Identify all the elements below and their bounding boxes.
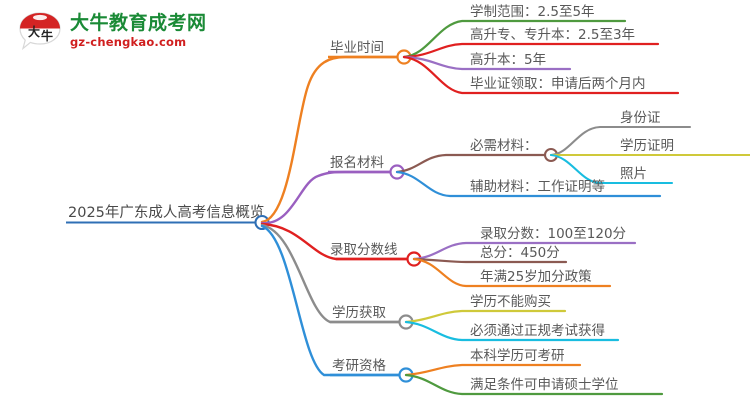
leaf-label-age-bonus-policy: 年满25岁加分政策 bbox=[480, 268, 592, 285]
branch-registration-materials[interactable]: 报名材料 必需材料： 身份证 学历证明 bbox=[260, 110, 750, 225]
mindmap-root-node[interactable]: 2025年广东成人高考信息概览 bbox=[66, 204, 270, 231]
leaf-bachelor-years[interactable]: 高升本：5年 bbox=[402, 51, 572, 71]
leaf-label-photo: 照片 bbox=[620, 166, 647, 182]
branch-line-graduation-time bbox=[260, 55, 406, 224]
leaf-label-degree-not-for-sale: 学历不能购买 bbox=[470, 294, 551, 310]
leaf-age-bonus-policy[interactable]: 年满25岁加分政策 bbox=[412, 257, 612, 288]
branch-degree-acquisition[interactable]: 学历获取 学历不能购买 必须通过正规考试获得 bbox=[260, 223, 620, 342]
leaf-id-card[interactable]: 身份证 bbox=[549, 110, 692, 157]
logo-text-block: 大牛教育成考网 gz-chengkao.com bbox=[70, 12, 207, 49]
leaf-label-must-pass-exam: 必须通过正规考试获得 bbox=[470, 322, 605, 339]
leaf-line-bachelor-can-apply bbox=[404, 363, 582, 377]
leaf-label-total-score: 总分：450分 bbox=[480, 245, 560, 261]
branch-label-registration-materials: 报名材料 bbox=[330, 155, 384, 171]
speech-bubble-logo-icon: 大 牛 bbox=[18, 11, 62, 51]
leaf-admission-points[interactable]: 录取分数：100至120分 bbox=[412, 226, 637, 261]
svg-text:大: 大 bbox=[28, 24, 40, 39]
branch-line-postgrad-eligibility bbox=[260, 224, 408, 377]
leaf-line-admission-points bbox=[412, 241, 637, 261]
leaf-education-proof[interactable]: 学历证明 bbox=[549, 138, 750, 157]
leaf-photo[interactable]: 照片 bbox=[549, 153, 674, 185]
leaf-line-must-pass-exam bbox=[404, 320, 620, 342]
leaf-certificate-pickup[interactable]: 毕业证领取：申请后两个月内 bbox=[402, 55, 680, 95]
leaf-master-degree-apply[interactable]: 满足条件可申请硕士学位 bbox=[404, 373, 664, 396]
logo-title: 大牛教育成考网 bbox=[70, 12, 207, 34]
branch-admission-score[interactable]: 录取分数线 录取分数：100至120分 总分：450分 年满25岁加分政策 bbox=[260, 222, 637, 288]
svg-text:牛: 牛 bbox=[41, 28, 53, 43]
leaf-supplementary-materials[interactable]: 辅助材料：工作证明等 bbox=[395, 170, 662, 198]
leaf-line-bachelor-years bbox=[402, 55, 572, 71]
root-label: 2025年广东成人高考信息概览 bbox=[68, 204, 264, 221]
leaf-line-master-degree-apply bbox=[404, 373, 664, 396]
site-logo: 大 牛 大牛教育成考网 gz-chengkao.com bbox=[18, 8, 238, 54]
leaf-must-pass-exam[interactable]: 必须通过正规考试获得 bbox=[404, 320, 620, 342]
leaf-line-supplementary-materials bbox=[395, 170, 662, 198]
logo-domain: gz-chengkao.com bbox=[70, 34, 187, 49]
leaf-label-admission-points: 录取分数：100至120分 bbox=[480, 226, 626, 242]
branch-label-graduation-time: 毕业时间 bbox=[330, 40, 384, 56]
leaf-label-id-card: 身份证 bbox=[620, 110, 661, 126]
branch-line-admission-score bbox=[260, 222, 416, 261]
branch-label-postgrad-eligibility: 考研资格 bbox=[332, 358, 386, 374]
subnode-label-required-materials: 必需材料： bbox=[470, 138, 538, 154]
branch-line-degree-acquisition bbox=[260, 223, 408, 324]
leaf-label-upgrade-tracks: 高升专、专升本：2.5至3年 bbox=[470, 26, 635, 43]
leaf-upgrade-tracks[interactable]: 高升专、专升本：2.5至3年 bbox=[402, 26, 660, 59]
branch-label-degree-acquisition: 学历获取 bbox=[332, 305, 386, 321]
leaf-label-schooling-range: 学制范围：2.5至5年 bbox=[470, 4, 595, 20]
leaf-label-education-proof: 学历证明 bbox=[620, 138, 674, 154]
leaf-line-photo bbox=[549, 153, 674, 185]
leaf-label-bachelor-years: 高升本：5年 bbox=[470, 51, 546, 68]
branch-graduation-time[interactable]: 毕业时间 学制范围：2.5至5年 高升专、专升本：2.5至3年 高升本：5年 毕… bbox=[260, 4, 680, 224]
subnode-line-required-materials bbox=[395, 153, 553, 174]
leaf-degree-not-for-sale[interactable]: 学历不能购买 bbox=[404, 294, 567, 324]
leaf-label-master-degree-apply: 满足条件可申请硕士学位 bbox=[470, 376, 619, 393]
leaf-label-supplementary-materials: 辅助材料：工作证明等 bbox=[470, 178, 605, 195]
branch-postgrad-eligibility[interactable]: 考研资格 本科学历可考研 满足条件可申请硕士学位 bbox=[260, 224, 664, 396]
leaf-line-id-card bbox=[549, 125, 692, 157]
branch-label-admission-score: 录取分数线 bbox=[330, 242, 398, 258]
leaf-label-certificate-pickup: 毕业证领取：申请后两个月内 bbox=[470, 76, 646, 92]
leaf-line-degree-not-for-sale bbox=[404, 309, 567, 324]
subnode-required-materials[interactable]: 必需材料： 身份证 学历证明 照片 bbox=[395, 110, 750, 185]
leaf-label-bachelor-can-apply: 本科学历可考研 bbox=[470, 348, 565, 364]
leaf-bachelor-can-apply[interactable]: 本科学历可考研 bbox=[404, 348, 582, 377]
leaf-line-age-bonus-policy bbox=[412, 257, 612, 288]
leaf-line-certificate-pickup bbox=[402, 55, 680, 95]
leaf-line-upgrade-tracks bbox=[402, 42, 660, 59]
